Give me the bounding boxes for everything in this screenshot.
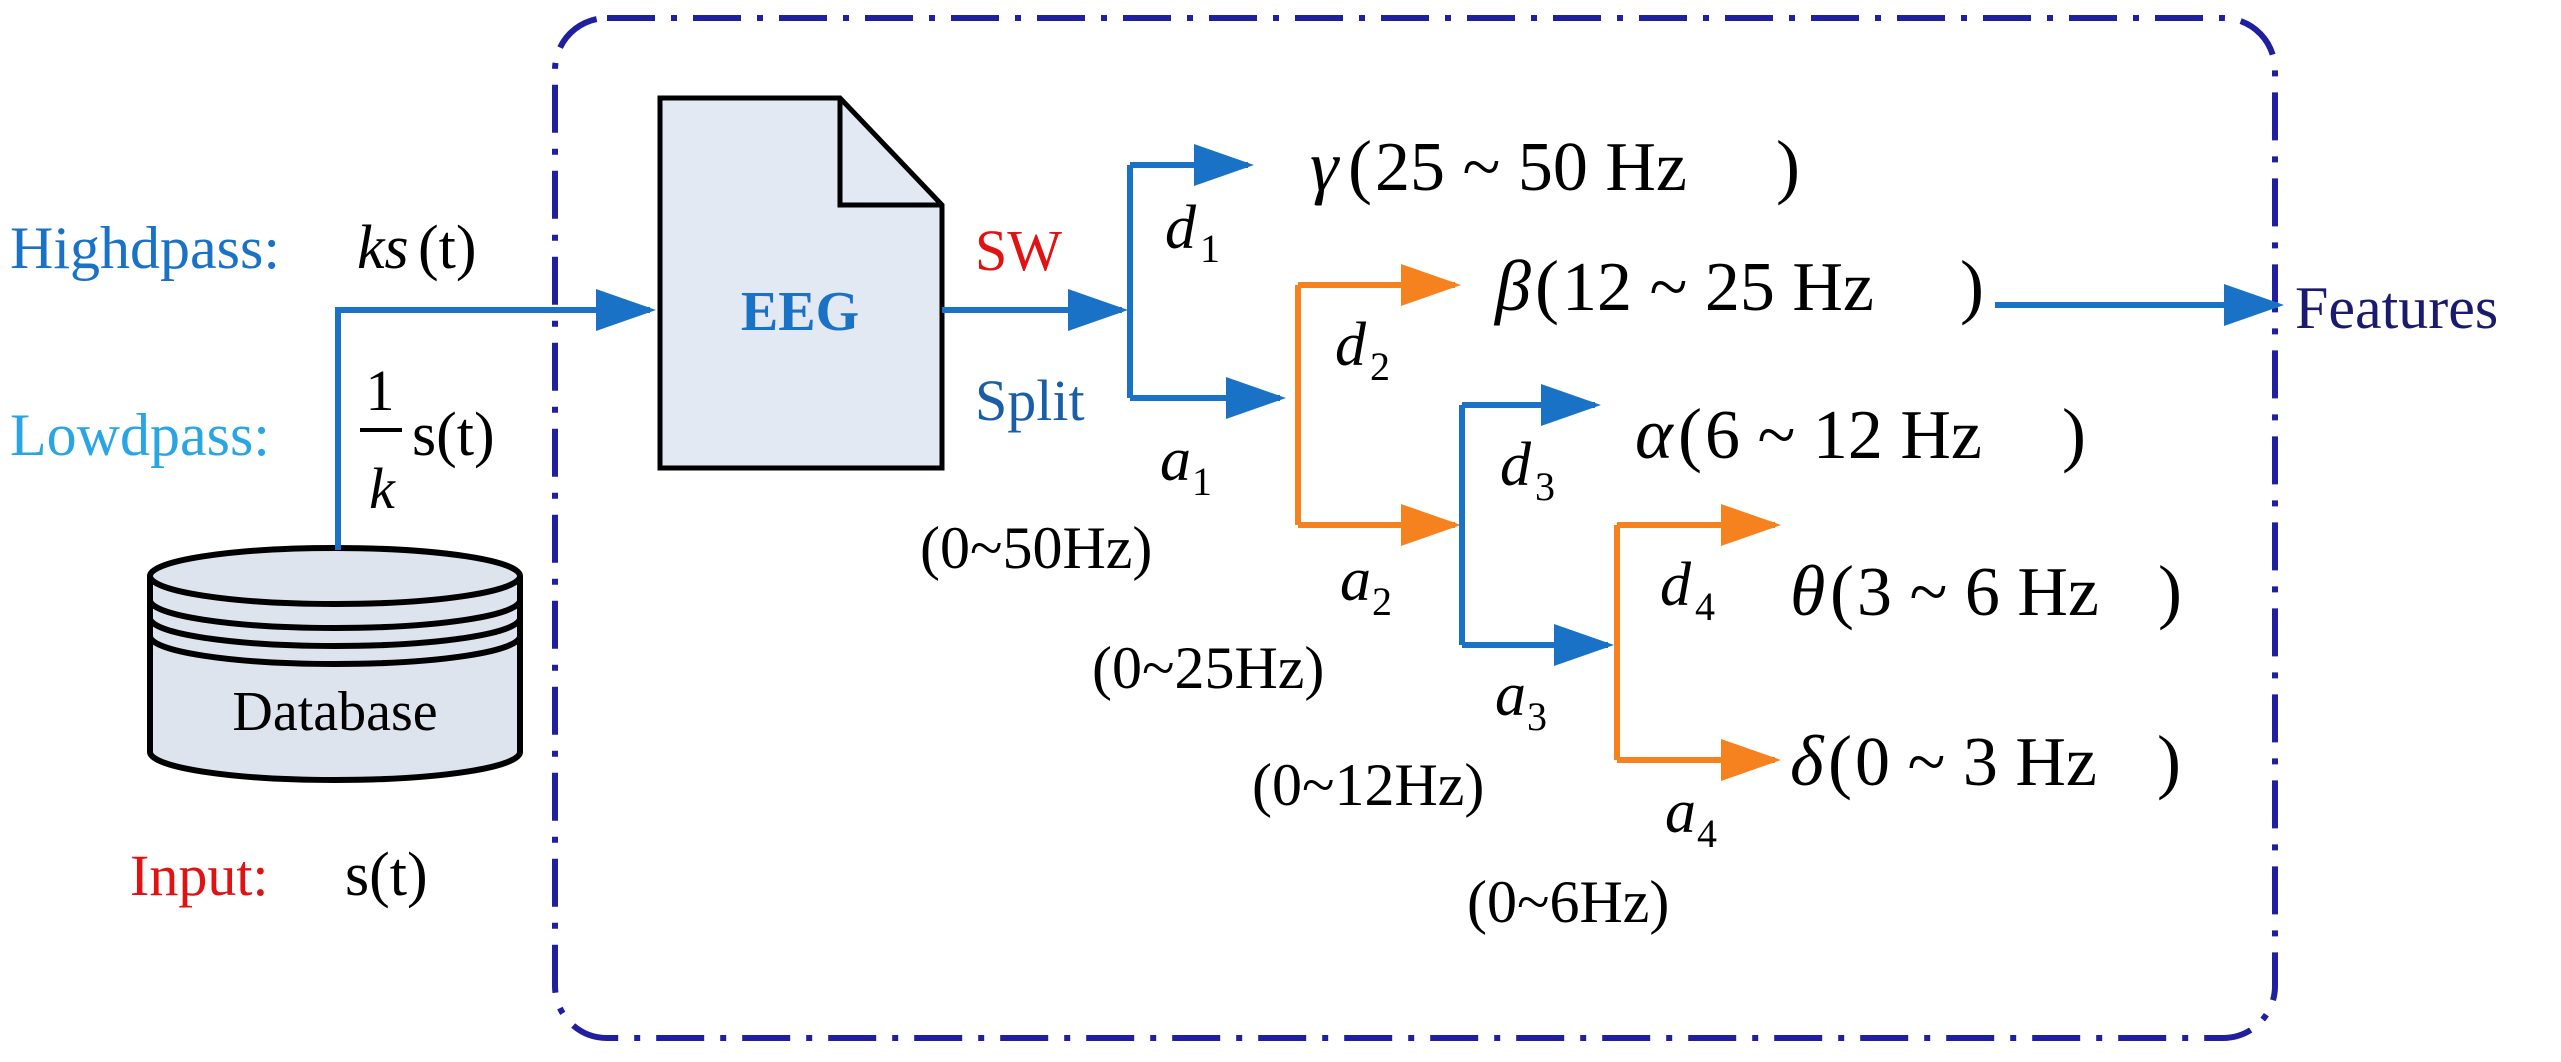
d3-sub: 3: [1535, 464, 1555, 509]
a1-sub: 1: [1192, 459, 1212, 504]
lowpass-numerator: 1: [366, 358, 395, 423]
approx-label-1: a 1 (0~50Hz): [920, 426, 1212, 581]
alpha-range: 6 ~ 12 Hz: [1705, 397, 1982, 474]
eeg-document: EEG: [657, 95, 945, 471]
d4-sub: 4: [1695, 584, 1715, 629]
beta-symbol: β: [1493, 246, 1531, 326]
detail-label-1: d 1: [1165, 194, 1220, 271]
input-signal: s(t): [345, 841, 428, 909]
database-label: Database: [232, 681, 437, 743]
d1-sub: 1: [1200, 226, 1220, 271]
a4-sub: 4: [1697, 811, 1717, 856]
delta-close-paren: ): [2157, 721, 2181, 801]
lowpass-denominator: k: [369, 456, 396, 521]
gamma-range: 25 ~ 50 Hz: [1375, 129, 1687, 206]
database-cylinder: Database: [147, 545, 523, 783]
theta-open-paren: (: [1830, 551, 1854, 631]
band-delta: δ ( 0 ~ 3 Hz ): [1790, 721, 2181, 801]
alpha-close-paren: ): [2062, 394, 2086, 474]
delta-range: 0 ~ 3 Hz: [1855, 724, 2097, 801]
a2-letter: a: [1340, 546, 1371, 614]
a4-range: (0~6Hz): [1467, 869, 1669, 935]
approx-label-4: a 4 (0~6Hz): [1467, 778, 1717, 935]
highpass-arg: (t): [418, 214, 477, 282]
input-label: Input:: [130, 843, 269, 908]
detail-label-3: d 3: [1500, 431, 1555, 509]
a3-letter: a: [1495, 661, 1526, 729]
eeg-label: EEG: [741, 281, 859, 343]
a1-range: (0~50Hz): [920, 515, 1152, 581]
d1-letter: d: [1165, 194, 1197, 262]
sw-label: SW: [975, 218, 1062, 283]
alpha-symbol: α: [1635, 394, 1674, 474]
highpass-label: Highdpass:: [10, 215, 280, 281]
a3-sub: 3: [1527, 694, 1547, 739]
band-alpha: α ( 6 ~ 12 Hz ): [1635, 394, 2086, 474]
beta-open-paren: (: [1535, 246, 1559, 326]
a2-sub: 2: [1372, 579, 1392, 624]
gamma-close-paren: ): [1776, 126, 1800, 206]
beta-range: 12 ~ 25 Hz: [1562, 249, 1874, 326]
a2-range: (0~25Hz): [1092, 635, 1324, 701]
band-beta: β ( 12 ~ 25 Hz ): [1493, 246, 1984, 326]
theta-symbol: θ: [1790, 551, 1825, 631]
lowpass-signal: s(t): [412, 401, 495, 469]
d4-letter: d: [1660, 551, 1692, 619]
d2-letter: d: [1335, 311, 1367, 379]
approx-label-3: a 3 (0~12Hz): [1252, 661, 1547, 818]
approx-label-2: a 2 (0~25Hz): [1092, 546, 1392, 701]
delta-open-paren: (: [1828, 721, 1852, 801]
band-gamma: γ ( 25 ~ 50 Hz ): [1310, 126, 1800, 206]
delta-symbol: δ: [1790, 721, 1825, 801]
alpha-open-paren: (: [1678, 394, 1702, 474]
a1-letter: a: [1160, 426, 1191, 494]
beta-close-paren: ): [1960, 246, 1984, 326]
split-label: Split: [975, 368, 1085, 433]
gamma-symbol: γ: [1310, 126, 1340, 206]
theta-range: 3 ~ 6 Hz: [1857, 554, 2099, 631]
detail-label-4: d 4: [1660, 551, 1715, 629]
features-label: Features: [2295, 275, 2498, 341]
detail-label-2: d 2: [1335, 311, 1390, 389]
theta-close-paren: ): [2158, 551, 2182, 631]
d2-sub: 2: [1370, 344, 1390, 389]
a3-range: (0~12Hz): [1252, 752, 1484, 818]
band-theta: θ ( 3 ~ 6 Hz ): [1790, 551, 2182, 631]
processing-frame: [552, 15, 2278, 1041]
input-path-arrow: [335, 289, 656, 550]
gamma-open-paren: (: [1348, 126, 1372, 206]
d3-letter: d: [1500, 431, 1532, 499]
lowpass-label: Lowdpass:: [10, 402, 270, 468]
a4-letter: a: [1665, 778, 1696, 846]
highpass-factor: ks: [357, 214, 409, 282]
